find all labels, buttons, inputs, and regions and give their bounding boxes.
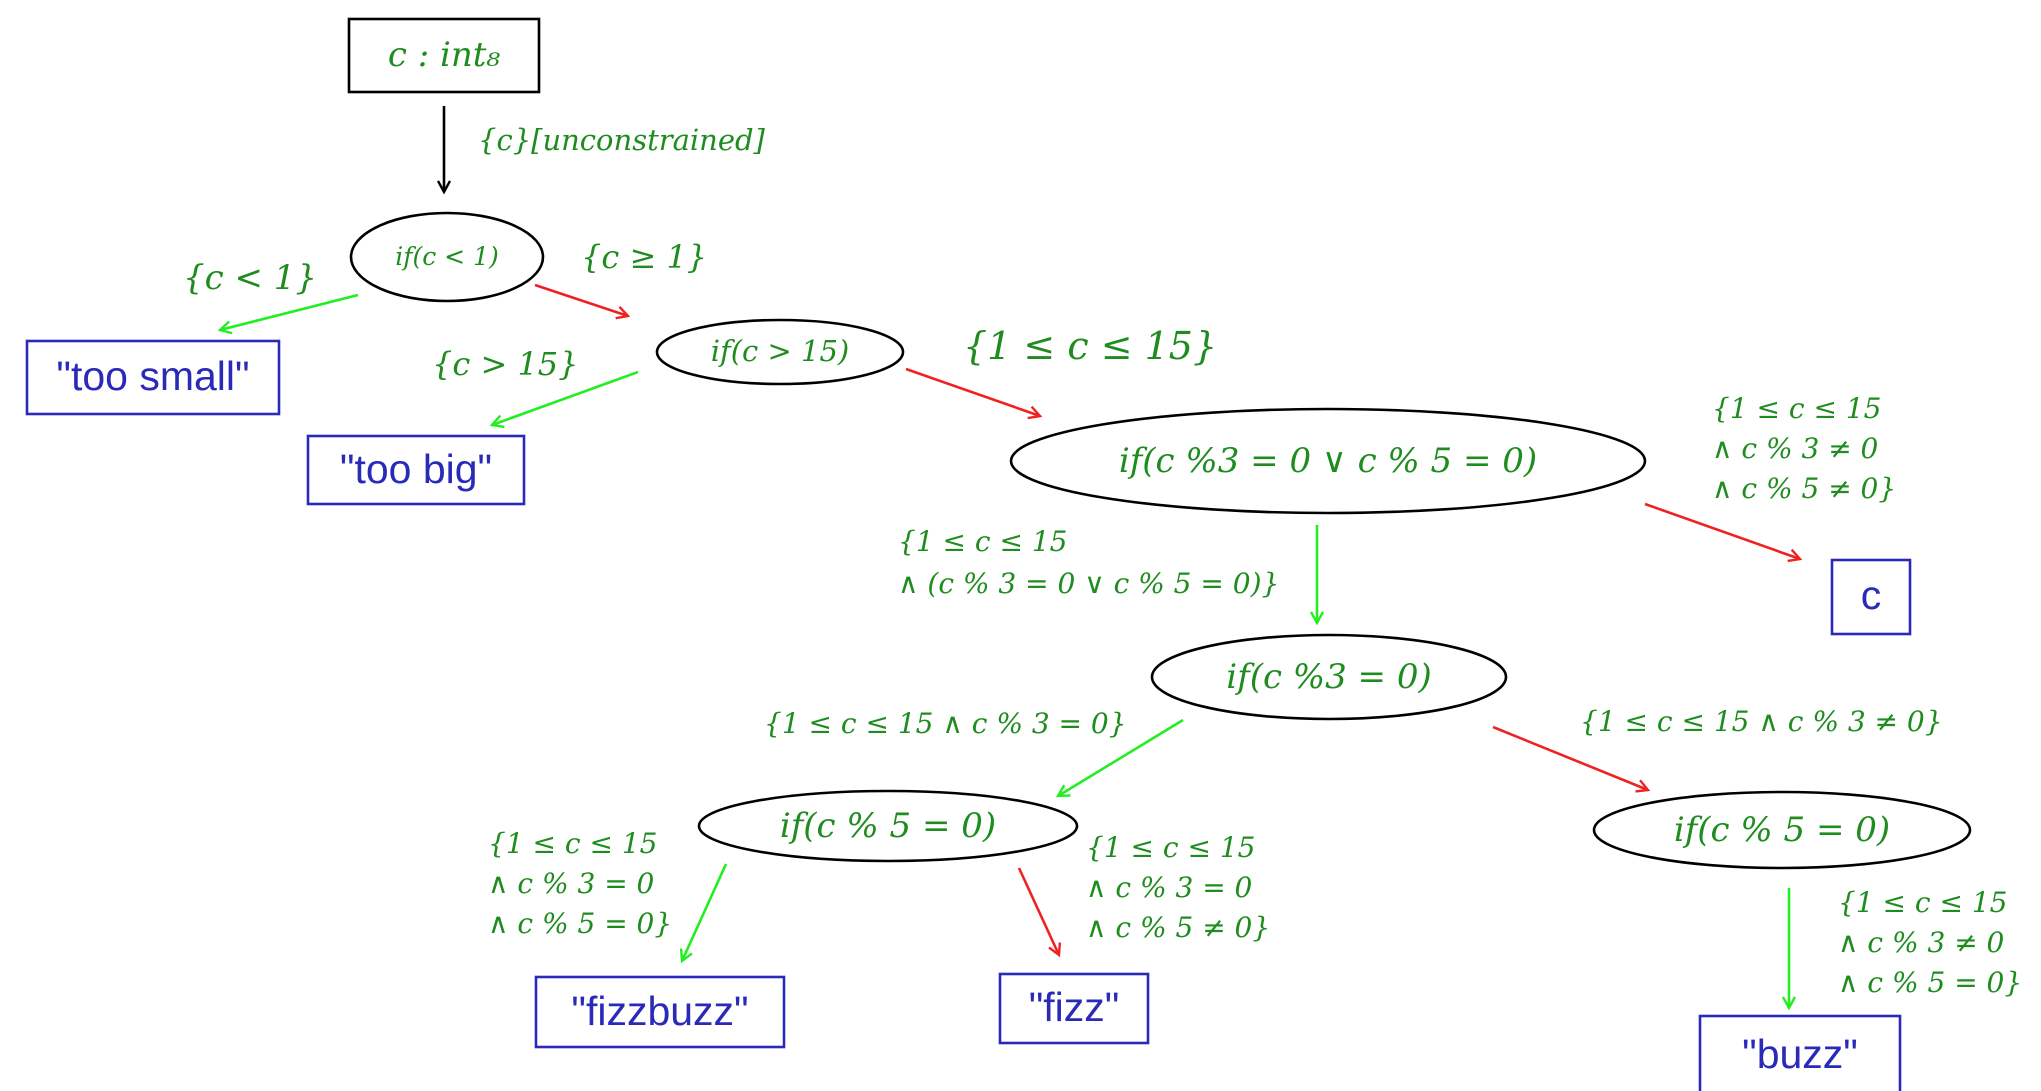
root-node-label: c : int₈ [388, 35, 501, 75]
constraint-line: ∧ c % 3 ≠ 0 [1838, 926, 2004, 959]
constraint-line: {1 ≤ c ≤ 15 ∧ c % 3 ≠ 0} [1580, 705, 1943, 738]
constraint-line: ∧ (c % 3 = 0 ∨ c % 5 = 0)} [898, 567, 1279, 600]
decision-label-mod5-right: if(c % 5 = 0) [1674, 810, 1890, 850]
constraint-line: {1 ≤ c ≤ 15 [1086, 831, 1255, 864]
constraint-line: {1 ≤ c ≤ 15 [488, 827, 657, 860]
constraint-line: ∧ c % 5 = 0} [1838, 966, 2022, 999]
constraint-neither: {1 ≤ c ≤ 15 ∧ c % 3 ≠ 0 ∧ c % 5 ≠ 0} [1712, 392, 1896, 505]
constraint-c-lt-1: {c < 1} [183, 258, 317, 298]
constraint-buzz: {1 ≤ c ≤ 15 ∧ c % 3 ≠ 0 ∧ c % 5 = 0} [1838, 886, 2022, 999]
constraint-line: {1 ≤ c ≤ 15 [1838, 886, 2007, 919]
edge-d2-false [905, 367, 1040, 416]
leaf-label-buzz: "buzz" [1742, 1031, 1858, 1077]
root-node-box [347, 17, 541, 94]
constraint-line: {c > 15} [432, 345, 579, 383]
leaf-box-buzz [1698, 1014, 1902, 1091]
leaf-box-c [1830, 558, 1912, 636]
decision-node-c-lt-1 [349, 211, 545, 303]
constraint-c-gt-15: {c > 15} [432, 345, 579, 383]
constraint-line: {c < 1} [183, 258, 317, 298]
edge-d5-true [682, 863, 728, 961]
leaf-label-c: c [1861, 572, 1882, 618]
leaf-box-too-small [25, 339, 281, 416]
leaf-label-too-big: "too big" [340, 446, 492, 492]
constraint-line: ∧ c % 5 = 0} [488, 907, 672, 940]
decision-node-mod5-right [1592, 790, 1972, 870]
constraint-fizz: {1 ≤ c ≤ 15 ∧ c % 3 = 0 ∧ c % 5 ≠ 0} [1086, 831, 1270, 944]
decision-label-c-lt-1: if(c < 1) [395, 242, 499, 271]
leaf-label-fizz: "fizz" [1029, 984, 1120, 1030]
decision-label-mod5-left: if(c % 5 = 0) [780, 806, 996, 846]
constraint-fizzbuzz: {1 ≤ c ≤ 15 ∧ c % 3 = 0 ∧ c % 5 = 0} [488, 827, 672, 940]
constraint-range: {1 ≤ c ≤ 15} [963, 324, 1217, 368]
constraint-line: {1 ≤ c ≤ 15 [898, 525, 1067, 558]
leaf-box-too-big [306, 434, 526, 506]
leaf-box-fizz [998, 972, 1150, 1045]
constraint-line: {1 ≤ c ≤ 15 [1712, 392, 1881, 425]
constraint-c-ge-1: {c ≥ 1} [581, 238, 707, 276]
decision-node-mod3-or-mod5 [1009, 407, 1647, 515]
constraint-line: ∧ c % 3 = 0 [488, 867, 654, 900]
leaf-box-fizzbuzz [534, 975, 786, 1049]
decision-label-mod3-or-mod5: if(c %3 = 0 ∨ c % 5 = 0) [1119, 441, 1537, 481]
constraint-line: ∧ c % 5 ≠ 0} [1086, 911, 1270, 944]
edge-d4-false [1492, 725, 1648, 790]
leaf-label-fizzbuzz: "fizzbuzz" [571, 988, 748, 1034]
constraint-either: {1 ≤ c ≤ 15 ∧ (c % 3 = 0 ∨ c % 5 = 0)} [898, 525, 1279, 600]
constraint-line: ∧ c % 3 = 0 [1086, 871, 1252, 904]
decision-node-mod3 [1150, 633, 1508, 721]
constraint-line: {1 ≤ c ≤ 15} [963, 324, 1217, 368]
constraint-mod3-true: {1 ≤ c ≤ 15 ∧ c % 3 = 0} [764, 707, 1127, 740]
edge-label-unconstrained: {c}[unconstrained] [478, 123, 766, 157]
edge-d3-false [1644, 502, 1800, 559]
constraint-line: ∧ c % 3 ≠ 0 [1712, 432, 1878, 465]
decision-node-c-gt-15 [655, 318, 905, 386]
leaf-label-too-small: "too small" [56, 353, 249, 399]
constraint-mod3-false: {1 ≤ c ≤ 15 ∧ c % 3 ≠ 0} [1580, 705, 1943, 738]
decision-label-c-gt-15: if(c > 15) [711, 334, 850, 368]
edge-d1-false [534, 283, 628, 316]
decision-node-mod5-left [697, 789, 1079, 863]
decision-label-mod3: if(c %3 = 0) [1226, 657, 1432, 697]
constraint-line: {c ≥ 1} [581, 238, 707, 276]
constraint-line: ∧ c % 5 ≠ 0} [1712, 472, 1896, 505]
edge-d5-false [1017, 867, 1059, 955]
edge-d4-true [1058, 718, 1184, 796]
edge-d2-true [492, 370, 639, 425]
constraint-line: {1 ≤ c ≤ 15 ∧ c % 3 = 0} [764, 707, 1127, 740]
edge-d1-true [220, 293, 359, 330]
